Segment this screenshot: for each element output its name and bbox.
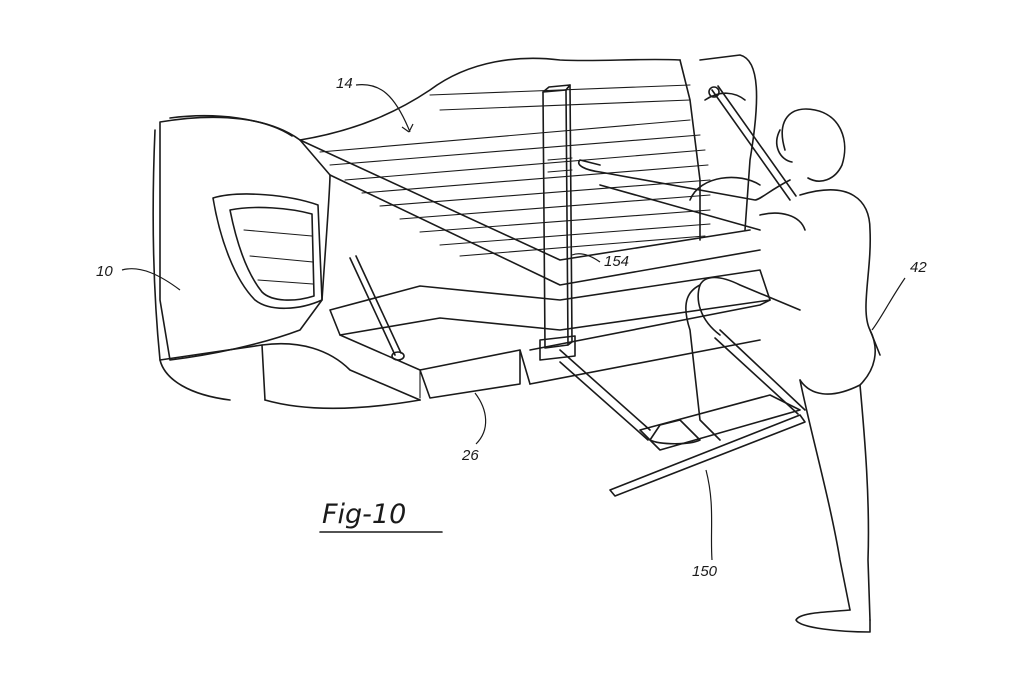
figure-caption: Fig-10 — [322, 499, 406, 530]
step — [559, 329, 806, 497]
label-bed-floor: 14 — [336, 75, 353, 92]
bed-floor — [299, 54, 797, 286]
label-tailgate: 26 — [461, 447, 479, 464]
leader-lines — [121, 83, 906, 561]
label-truck: 10 — [96, 263, 113, 280]
label-step: 150 — [692, 563, 718, 580]
truck-body — [152, 114, 421, 410]
user-figure — [578, 108, 881, 633]
tailgate — [329, 255, 771, 399]
label-user: 42 — [910, 259, 927, 276]
handle-post — [539, 84, 576, 361]
label-handle-post: 154 — [604, 253, 629, 270]
